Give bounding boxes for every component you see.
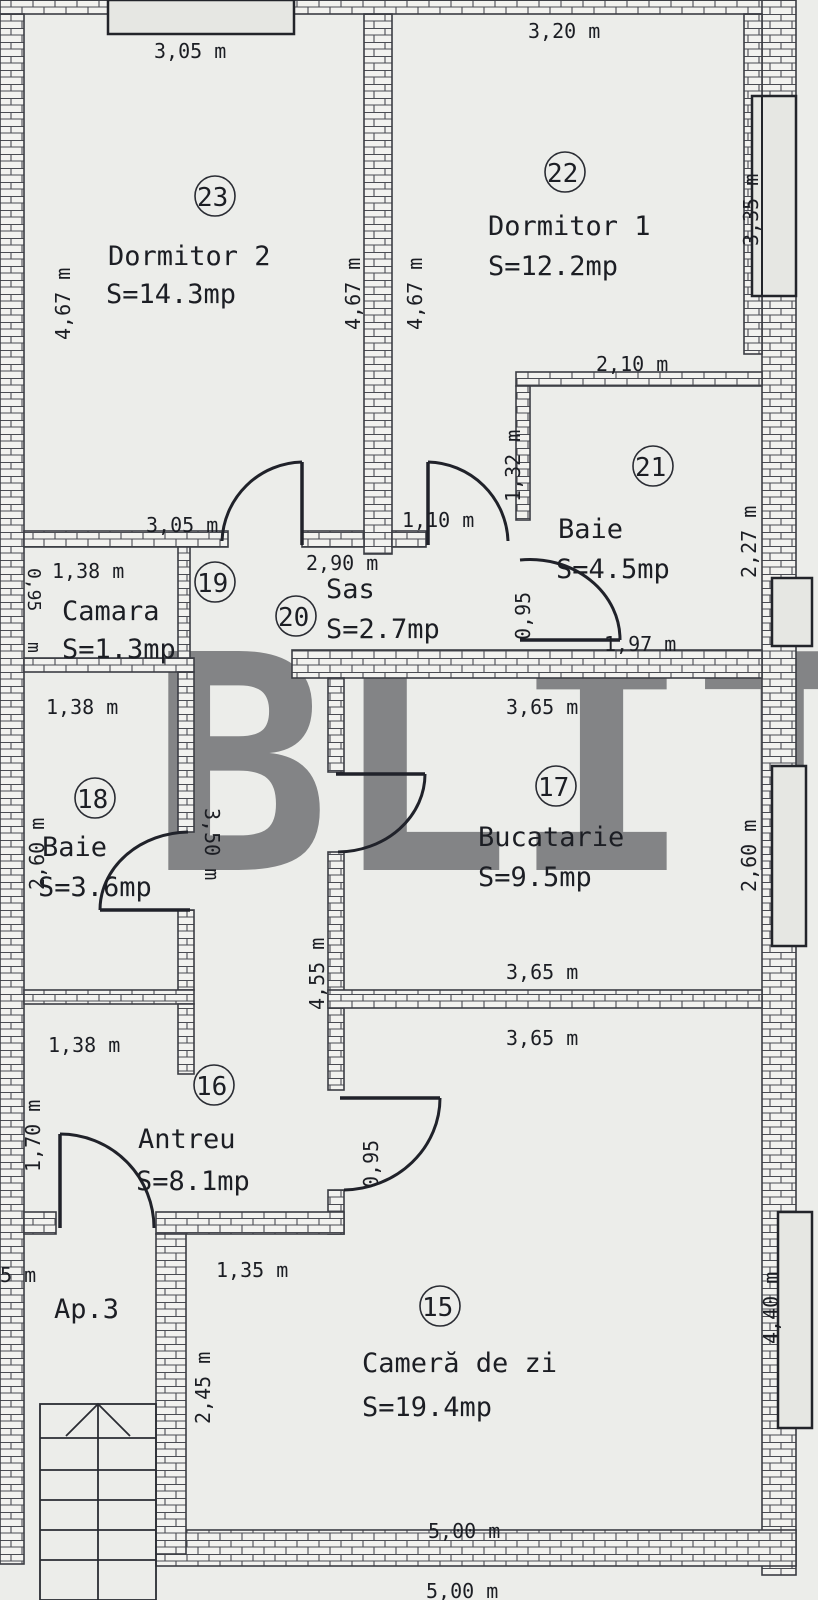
dim-15-bottom-outer: 5,00 m [426,1579,498,1600]
dim-15-left: 2,45 m [191,1352,215,1424]
dim-23-left: 4,67 m [51,268,75,340]
room-name-bucatarie: Bucatarie [478,822,624,853]
dim-22-left: 4,67 m [403,258,427,330]
room-number-17: 17 [538,773,569,803]
room-area-dormitor-1: S=12.2mp [488,251,618,282]
dim-21-door: 0,95 [511,592,535,640]
dim-17-bottom: 3,65 m [506,960,578,984]
dim-16-door: 0,95 [359,1140,383,1188]
room-area-bucatarie: S=9.5mp [478,862,592,893]
room-area-camara: S=1.3mp [62,634,176,665]
dim-21-left: 1,32 m [501,430,525,502]
dim-left-cut: 5 m [0,1263,36,1287]
dim-16-bottom: 1,35 m [216,1258,288,1282]
dim-15-bottom: 5,00 m [428,1519,500,1543]
room-number-21: 21 [635,453,666,483]
apartment-label: Ap.3 [54,1294,119,1325]
room-name-camara: Camara [62,596,160,627]
room-name-baie-21: Baie [558,514,623,545]
dim-22-top: 3,20 m [528,19,600,43]
dim-19-left-unit: m [23,642,44,653]
doors [58,460,622,1229]
dim-15-right: 4,40 m [759,1272,783,1344]
dim-16-top: 1,38 m [48,1033,120,1057]
room-name-sas: Sas [326,574,375,605]
room-area-camera-de-zi: S=19.4mp [362,1392,492,1423]
room-name-dormitor-2: Dormitor 2 [108,241,271,272]
dim-18-right: 3,50 m [200,808,224,880]
room-name-dormitor-1: Dormitor 1 [488,211,651,242]
windows [106,0,814,1430]
dim-20-width: 2,90 m [306,551,378,575]
dim-sas-top: 1,10 m [402,508,474,532]
dim-19-side: 0,95 [23,568,44,611]
room-markers: 23 22 21 20 19 18 17 16 15 [74,151,674,1327]
room-area-baie-18: S=3.6mp [38,872,152,903]
dim-18-top: 1,38 m [46,695,118,719]
dim-23-bottom: 3,05 m [146,513,218,537]
room-number-19: 19 [197,569,228,599]
room-area-baie-21: S=4.5mp [556,554,670,585]
room-number-20: 20 [278,603,309,633]
room-number-15: 15 [422,1293,453,1323]
dim-21-bottom: 1,97 m [604,632,676,656]
room-area-sas: S=2.7mp [326,614,440,645]
room-number-22: 22 [547,159,578,189]
dim-hall: 4,55 m [305,938,329,1010]
dim-15-top: 3,65 m [506,1026,578,1050]
dim-17-top: 3,65 m [506,695,578,719]
dim-22-right: 3,35 m [739,174,763,246]
dim-19-top: 1,38 m [52,559,124,583]
dim-21-top: 2,10 m [596,352,668,376]
room-name-camera-de-zi: Cameră de zi [362,1348,557,1379]
room-area-antreu: S=8.1mp [136,1166,250,1197]
room-number-18: 18 [77,785,108,815]
dim-17-right: 2,60 m [737,820,761,892]
stairs [39,1402,157,1600]
dim-21-right: 2,27 m [737,506,761,578]
dim-16-left: 1,70 m [21,1100,45,1172]
room-name-baie-18: Baie [42,832,107,863]
room-number-16: 16 [196,1072,227,1102]
dim-23-right: 4,67 m [341,258,365,330]
dim-18-left: 2,60 m [25,818,49,890]
room-labels: Dormitor 2 S=14.3mp Dormitor 1 S=12.2mp … [38,211,670,1423]
room-name-antreu: Antreu [138,1124,236,1155]
dimensions: 3,05 m 3,20 m 4,67 m 4,67 m 4,67 m 3,35 … [0,19,783,1600]
room-number-23: 23 [197,183,228,213]
dim-23-top: 3,05 m [154,39,226,63]
room-area-dormitor-2: S=14.3mp [106,279,236,310]
